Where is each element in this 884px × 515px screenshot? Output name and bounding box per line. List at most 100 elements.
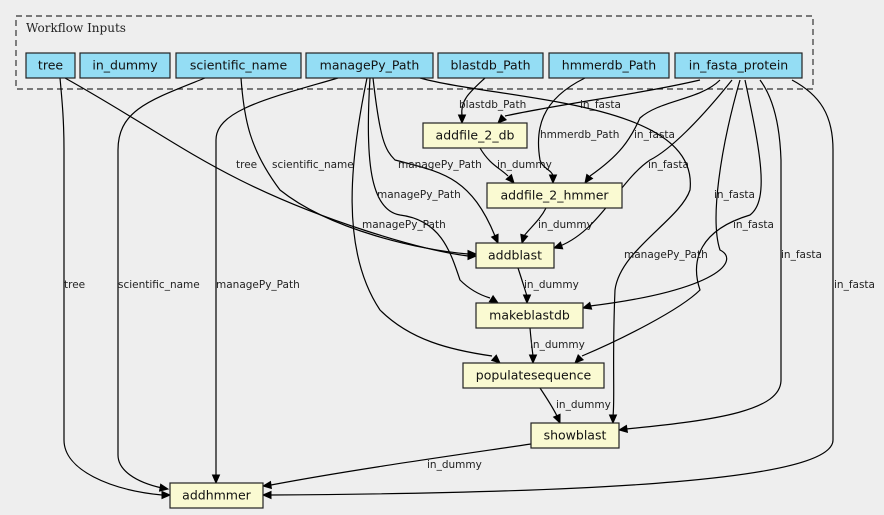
edge-addblast-to-makeblastdb: in_dummy bbox=[517, 267, 579, 305]
edge-in-fasta-protein-to-addblast: in_fasta bbox=[552, 79, 733, 250]
edge-line bbox=[581, 79, 762, 357]
edge-blastdb-path-to-addfile-2-db: blastdb_Path bbox=[457, 77, 526, 125]
edge-line bbox=[270, 443, 532, 486]
arrowhead-icon bbox=[552, 241, 564, 250]
edge-line bbox=[270, 79, 834, 496]
step-node-populatesequence[interactable]: populatesequence bbox=[462, 362, 605, 389]
arrowhead-icon bbox=[505, 173, 515, 184]
input-node-label: scientific_name bbox=[190, 58, 288, 73]
workflow-inputs-cluster: Workflow Inputs bbox=[15, 15, 814, 90]
edge-label: in_dummy bbox=[427, 459, 482, 471]
edge-in-fasta-protein-to-addfile-2-hmmer: in_fasta bbox=[584, 79, 721, 185]
edge-label: scientific_name bbox=[272, 159, 354, 171]
edge-line bbox=[517, 267, 528, 297]
step-node-makeblastdb[interactable]: makeblastdb bbox=[475, 302, 584, 329]
edge-label: tree bbox=[236, 159, 257, 171]
arrowhead-icon bbox=[617, 424, 629, 434]
edge-line bbox=[504, 79, 701, 117]
edge-line bbox=[523, 207, 547, 237]
edge-line bbox=[625, 79, 782, 430]
arrowhead-icon bbox=[261, 490, 272, 500]
edge-line bbox=[64, 77, 469, 257]
edge-label: hmmerdb_Path bbox=[540, 129, 619, 141]
edge-line bbox=[479, 147, 509, 177]
arrowhead-icon bbox=[574, 353, 585, 364]
input-node-managepy-path[interactable]: managePy_Path bbox=[305, 52, 434, 79]
arrowhead-icon bbox=[528, 354, 538, 365]
arrowhead-icon bbox=[522, 294, 532, 305]
edge-showblast-to-addhmmer: in_dummy bbox=[261, 443, 532, 490]
input-node-scientific-name[interactable]: scientific_name bbox=[175, 52, 302, 79]
input-node-in-dummy[interactable]: in_dummy bbox=[79, 52, 171, 79]
edge-line bbox=[461, 77, 486, 117]
edge-label: in_fasta bbox=[733, 219, 774, 231]
arrowhead-icon bbox=[584, 173, 594, 185]
step-node-label: makeblastdb bbox=[489, 308, 570, 323]
edge-label: tree bbox=[64, 279, 85, 291]
arrowhead-icon bbox=[261, 480, 272, 490]
step-node-label: addfile_2_db bbox=[436, 128, 515, 143]
edge-managepy-path-to-addhmmer: managePy_Path bbox=[211, 77, 339, 485]
edge-line bbox=[559, 79, 733, 247]
edge-in-fasta-protein-to-showblast: in_fasta bbox=[617, 79, 822, 434]
arrowhead-icon bbox=[467, 249, 478, 259]
arrowhead-icon bbox=[608, 414, 618, 425]
edge-in-fasta-protein-to-addfile-2-db: in_fasta bbox=[497, 79, 701, 124]
edge-line bbox=[589, 79, 721, 177]
edge-label: in_dummy bbox=[524, 279, 579, 291]
edge-addfile-2-hmmer-to-addblast: in_dummy bbox=[520, 207, 593, 245]
edge-line bbox=[367, 77, 491, 299]
arrowhead-icon bbox=[488, 294, 500, 304]
arrowhead-icon bbox=[497, 113, 508, 124]
step-node-label: addfile_2_hmmer bbox=[500, 188, 609, 203]
step-node-addblast[interactable]: addblast bbox=[475, 242, 555, 269]
edge-in-fasta-protein-to-addhmmer: in_fasta bbox=[261, 79, 875, 500]
arrowhead-icon bbox=[548, 174, 558, 185]
edge-line bbox=[537, 77, 586, 177]
step-node-label: addhmmer bbox=[182, 488, 251, 503]
step-node-showblast[interactable]: showblast bbox=[530, 422, 620, 449]
edge-label: in_fasta bbox=[714, 189, 755, 201]
edge-label: in_fasta bbox=[834, 279, 875, 291]
edge-scientific-name-to-addblast: scientific_name bbox=[240, 77, 478, 259]
arrowhead-icon bbox=[211, 474, 221, 485]
step-node-label: populatesequence bbox=[476, 368, 592, 383]
arrowhead-icon bbox=[161, 490, 172, 500]
edge-label: managePy_Path bbox=[362, 219, 446, 231]
step-node-addfile-2-hmmer[interactable]: addfile_2_hmmer bbox=[486, 182, 623, 209]
arrowhead-icon bbox=[158, 483, 170, 492]
edge-populatesequence-to-showblast: in_dummy bbox=[539, 387, 611, 425]
input-node-tree[interactable]: tree bbox=[25, 52, 76, 79]
edge-label: in_fasta bbox=[781, 249, 822, 261]
input-node-blastdb-path[interactable]: blastdb_Path bbox=[437, 52, 544, 79]
edge-hmmerdb-path-to-addfile-2-hmmer: hmmerdb_Path bbox=[537, 77, 619, 185]
edge-line bbox=[351, 77, 493, 357]
edge-label: managePy_Path bbox=[624, 249, 708, 261]
step-node-addfile-2-db[interactable]: addfile_2_db bbox=[422, 122, 528, 149]
edge-line bbox=[589, 79, 741, 307]
edge-label: in_fasta bbox=[648, 159, 689, 171]
edge-makeblastdb-to-populatesequence: in_dummy bbox=[528, 327, 585, 365]
edge-label: scientific_name bbox=[118, 279, 200, 291]
edge-tree-to-addhmmer: tree bbox=[59, 77, 172, 500]
edge-label: in_dummy bbox=[530, 339, 585, 351]
edge-label: managePy_Path bbox=[398, 159, 482, 171]
edge-in-fasta-protein-to-makeblastdb: in_fasta bbox=[581, 79, 755, 310]
edge-line bbox=[240, 77, 469, 255]
edge-label: managePy_Path bbox=[377, 189, 461, 201]
edge-managepy-path-to-populatesequence: managePy_Path bbox=[351, 77, 501, 364]
edge-line bbox=[215, 77, 339, 476]
edge-addfile-2-db-to-addfile-2-hmmer: in_dummy bbox=[479, 147, 552, 184]
input-node-hmmerdb-path[interactable]: hmmerdb_Path bbox=[548, 52, 670, 79]
edge-label: blastdb_Path bbox=[459, 99, 526, 111]
edge-line bbox=[539, 387, 558, 417]
step-node-addhmmer[interactable]: addhmmer bbox=[169, 482, 264, 509]
edge-in-fasta-protein-to-populatesequence: in_fasta bbox=[574, 79, 774, 364]
input-node-in-fasta-protein[interactable]: in_fasta_protein bbox=[674, 52, 803, 79]
input-node-label: managePy_Path bbox=[320, 58, 420, 73]
arrowhead-icon bbox=[520, 233, 529, 245]
edge-managepy-path-to-makeblastdb: managePy_Path bbox=[367, 77, 500, 304]
input-node-label: blastdb_Path bbox=[450, 58, 530, 73]
arrowhead-icon bbox=[490, 354, 501, 364]
